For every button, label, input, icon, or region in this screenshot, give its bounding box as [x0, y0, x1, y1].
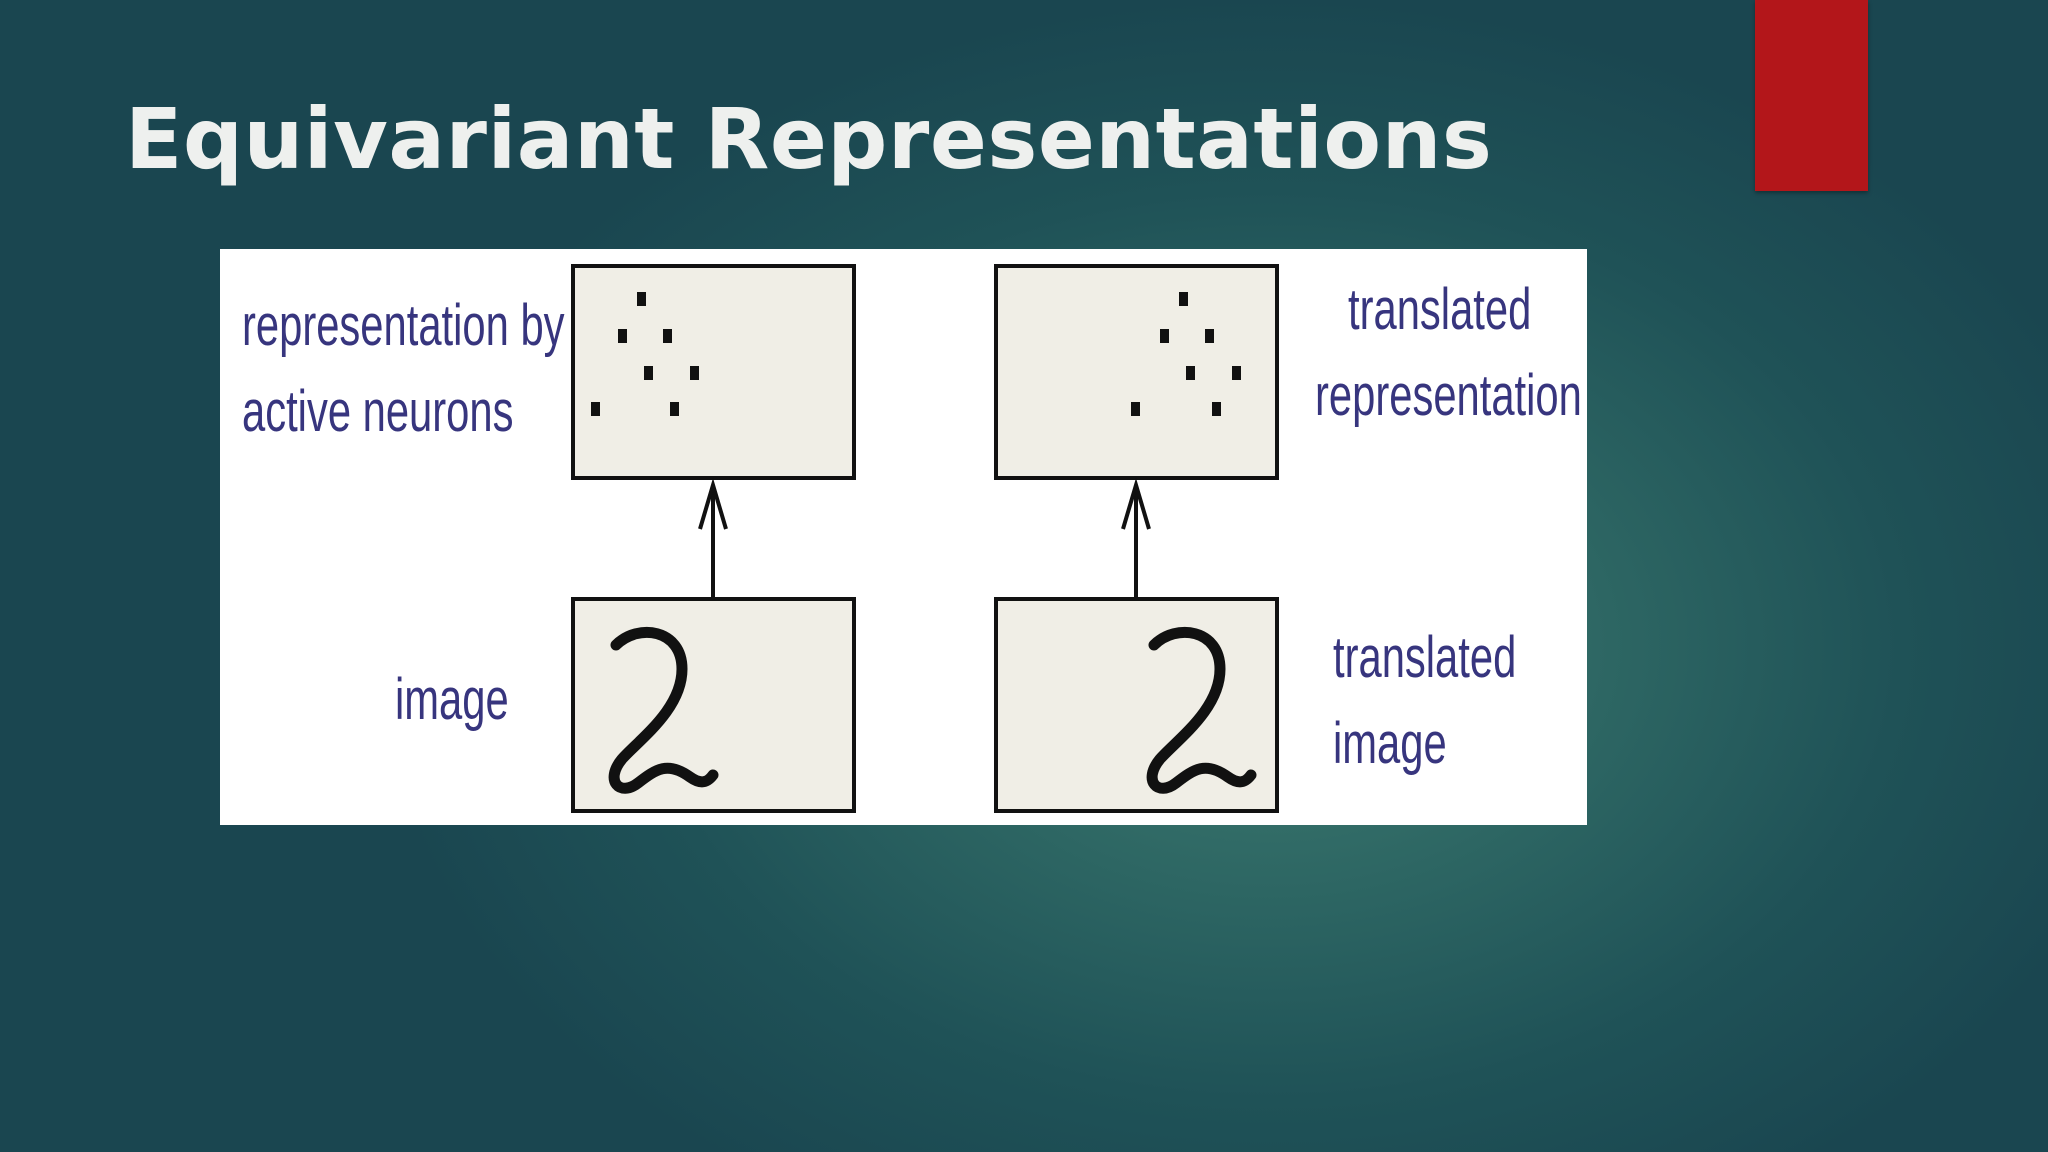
equivariance-figure: representation by active neurons image t… — [220, 249, 1587, 825]
slide-title: Equivariant Representations — [125, 90, 1493, 188]
right-up-arrow — [1121, 477, 1151, 599]
left-top-label-line1: representation by — [242, 292, 565, 357]
left-representation-box — [571, 264, 856, 480]
right-top-label-line1: translated — [1348, 276, 1531, 341]
left-top-label-line2: active neurons — [242, 378, 514, 443]
left-neuron-dots — [591, 292, 699, 416]
right-neuron-dots — [1131, 292, 1241, 416]
right-bottom-label-line2: image — [1333, 710, 1447, 775]
left-digit-two — [608, 626, 719, 794]
accent-bar — [1755, 0, 1868, 191]
right-digit-two — [1146, 626, 1257, 794]
left-up-arrow — [698, 477, 728, 599]
right-bottom-label-line1: translated — [1333, 624, 1516, 689]
left-bottom-label: image — [395, 666, 509, 731]
right-representation-box — [994, 264, 1279, 480]
equivariance-diagram: representation by active neurons image t… — [242, 264, 1582, 813]
right-top-label-line2: representation — [1315, 362, 1582, 427]
